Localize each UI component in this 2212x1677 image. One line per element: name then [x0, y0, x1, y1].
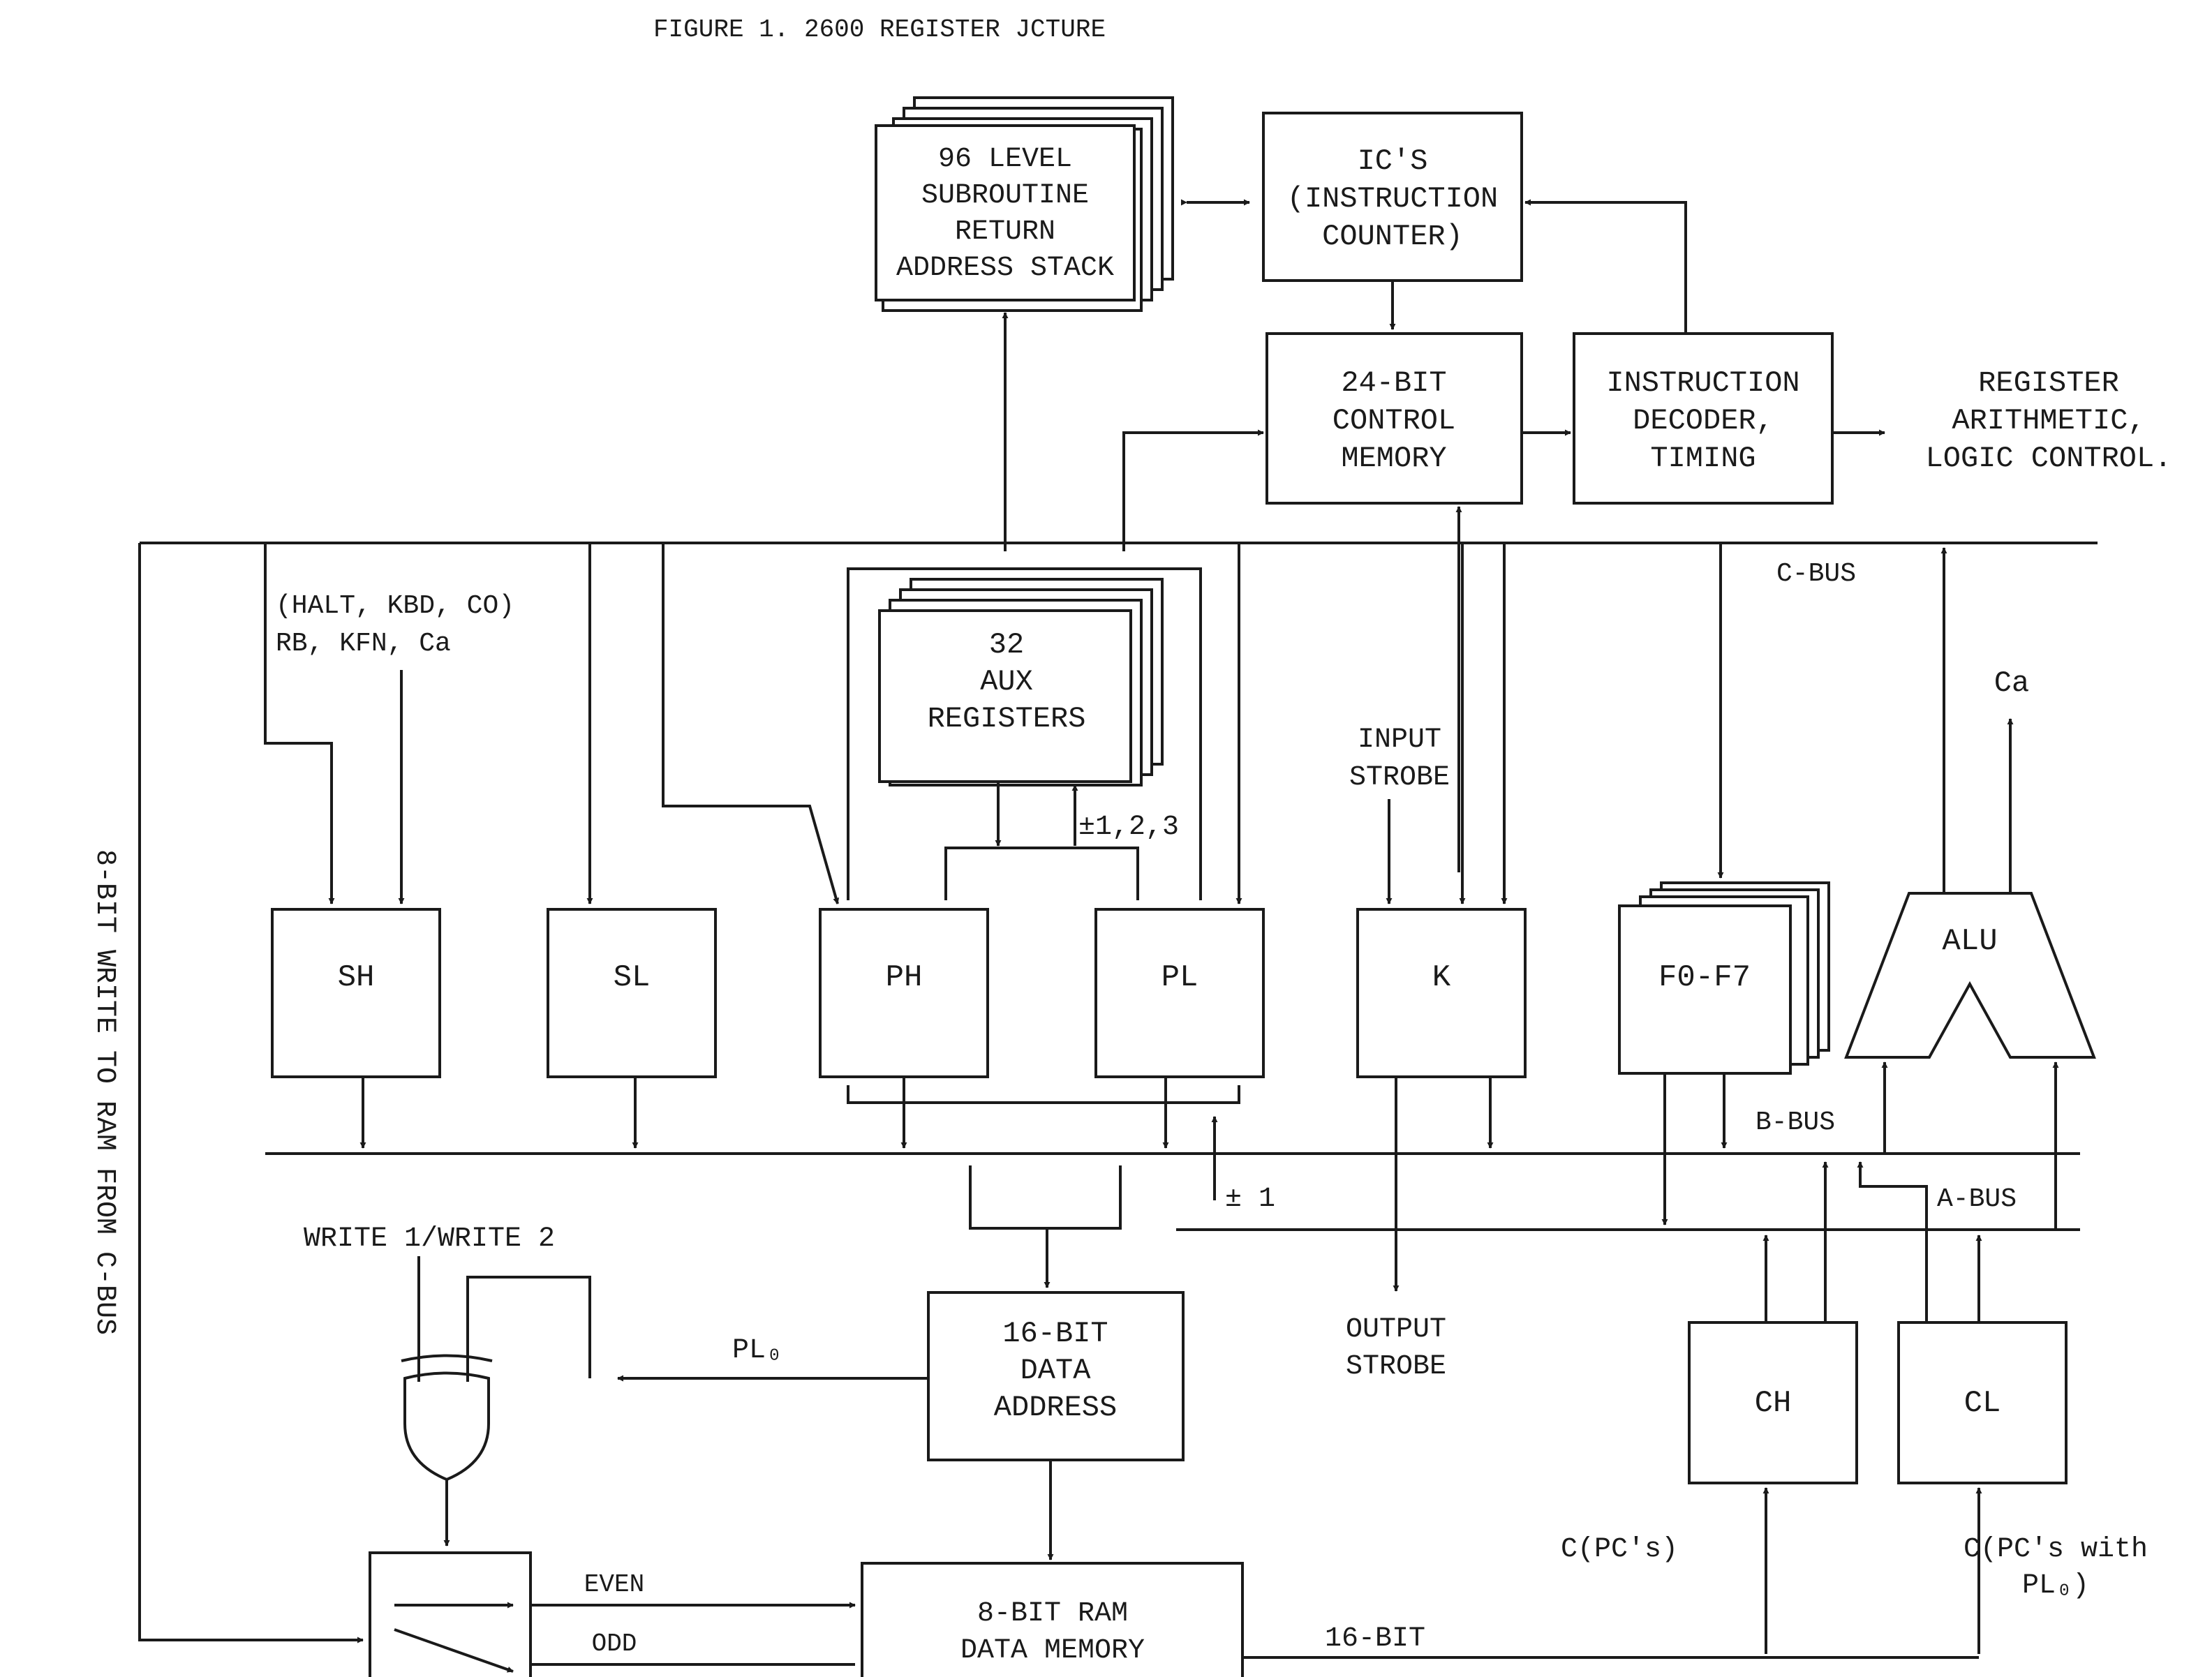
cl-to-b-bus — [1857, 1161, 1928, 1322]
ph-pl-to-data-address — [969, 1165, 1122, 1230]
data-address: 16-BIT DATA ADDRESS — [927, 1291, 1185, 1461]
carry-label: Ca — [1994, 666, 2029, 700]
even-odd-selector — [369, 1551, 532, 1677]
svg-text:DATA: DATA — [1020, 1354, 1092, 1387]
svg-text:ALU: ALU — [1942, 924, 1997, 959]
write-label: WRITE 1/WRITE 2 — [304, 1223, 555, 1255]
svg-text:16-BIT: 16-BIT — [1002, 1317, 1108, 1350]
svg-text:CL: CL — [1964, 1386, 2001, 1421]
svg-text:32: 32 — [989, 628, 1024, 662]
odd-label: ODD — [592, 1630, 637, 1658]
aux-registers: 32 AUX REGISTERS — [878, 578, 1164, 787]
cpcs-label: C(PC's) — [1561, 1534, 1678, 1565]
svg-text:DECODER,: DECODER, — [1633, 404, 1774, 438]
xor-gate — [401, 1354, 493, 1482]
svg-text:RETURN: RETURN — [955, 216, 1055, 248]
ph-pl-cross — [847, 1085, 1240, 1104]
svg-text:AUX: AUX — [980, 665, 1033, 699]
figure-title: FIGURE 1. 2600 REGISTER JCTURE — [653, 15, 1106, 44]
svg-text:24-BIT: 24-BIT — [1341, 366, 1446, 400]
svg-text:SH: SH — [338, 960, 375, 995]
svg-text:(INSTRUCTION: (INSTRUCTION — [1287, 182, 1498, 216]
register-sh: SH — [271, 908, 441, 1078]
write-input-2 — [466, 1276, 591, 1382]
output-strobe-1: OUTPUT — [1346, 1314, 1446, 1346]
svg-text:DATA MEMORY: DATA MEMORY — [960, 1635, 1145, 1667]
c-bus-to-ph-input — [662, 543, 840, 904]
c-bus-write-path — [138, 543, 364, 1644]
output-strobe-2: STROBE — [1346, 1351, 1446, 1382]
svg-text:TIMING: TIMING — [1650, 442, 1756, 475]
cpcs-pl0-label-1: C(PC's with — [1964, 1534, 2148, 1565]
alu: ALU — [1844, 892, 2096, 1059]
svg-text:F0-F7: F0-F7 — [1658, 960, 1751, 995]
status-line-1: (HALT, KBD, CO) — [276, 591, 514, 621]
decoder-feedback — [1524, 199, 1687, 334]
register-pl: PL — [1094, 908, 1265, 1078]
c-bus-to-sh — [264, 543, 335, 904]
svg-text:IC'S: IC'S — [1358, 144, 1428, 178]
control-memory: 24-BIT CONTROL MEMORY — [1265, 332, 1523, 505]
instruction-counter: IC'S (INSTRUCTION COUNTER) — [1262, 112, 1523, 282]
svg-text:SL: SL — [614, 960, 651, 995]
svg-text:PL: PL — [1161, 960, 1198, 995]
register-ph: PH — [819, 908, 989, 1078]
svg-text:COUNTER): COUNTER) — [1322, 220, 1463, 253]
register-cl: CL — [1897, 1321, 2068, 1484]
bus-to-control-memory — [1122, 429, 1264, 551]
ram-data-memory: 8-BIT RAM DATA MEMORY — [861, 1562, 1244, 1677]
cpcs-pl0-label-2: PL₀) — [2022, 1570, 2089, 1602]
register-k: K — [1356, 908, 1527, 1078]
side-label: 8-BIT WRITE TO RAM FROM C-BUS — [89, 849, 120, 1335]
svg-text:PH: PH — [886, 960, 923, 995]
b-bus-label: B-BUS — [1756, 1108, 1835, 1138]
bus16-label: 16-BIT — [1325, 1623, 1425, 1655]
svg-text:MEMORY: MEMORY — [1341, 442, 1446, 475]
aux-ph-pl-link — [944, 847, 1139, 900]
register-ch: CH — [1688, 1321, 1858, 1484]
status-line-2: RB, KFN, Ca — [276, 629, 451, 659]
svg-text:INSTRUCTION: INSTRUCTION — [1606, 366, 1799, 400]
control-output-label: REGISTER ARITHMETIC, LOGIC CONTROL. — [1926, 366, 2172, 475]
even-label: EVEN — [584, 1570, 644, 1599]
subroutine-stack: 96 LEVEL SUBROUTINE RETURN ADDRESS STACK — [875, 96, 1174, 312]
svg-text:CH: CH — [1755, 1386, 1792, 1421]
input-strobe-1: INPUT — [1358, 724, 1441, 756]
input-strobe-2: STROBE — [1349, 762, 1450, 793]
svg-text:K: K — [1432, 960, 1451, 995]
instruction-decoder: INSTRUCTION DECODER, TIMING — [1573, 332, 1834, 505]
svg-text:SUBROUTINE: SUBROUTINE — [921, 180, 1089, 211]
register-f0-f7: F0-F7 — [1618, 881, 1830, 1075]
svg-text:REGISTER: REGISTER — [1978, 366, 2119, 400]
svg-text:REGISTERS: REGISTERS — [928, 702, 1086, 736]
svg-text:CONTROL: CONTROL — [1333, 404, 1455, 438]
c-bus-label: C-BUS — [1776, 559, 1856, 589]
register-sl: SL — [547, 908, 717, 1078]
plus-minus-one: ± 1 — [1225, 1184, 1275, 1215]
svg-text:ADDRESS: ADDRESS — [994, 1391, 1117, 1424]
svg-text:96 LEVEL: 96 LEVEL — [938, 144, 1072, 175]
svg-text:LOGIC CONTROL.: LOGIC CONTROL. — [1926, 442, 2172, 475]
c-bus-to-ph — [847, 567, 1202, 900]
svg-text:ARITHMETIC,: ARITHMETIC, — [1952, 404, 2145, 438]
svg-text:8-BIT RAM: 8-BIT RAM — [977, 1598, 1128, 1630]
a-bus-label: A-BUS — [1937, 1184, 2017, 1214]
svg-text:ADDRESS STACK: ADDRESS STACK — [896, 253, 1114, 284]
aux-increment-label: ±1,2,3 — [1078, 812, 1179, 843]
pl0-label: PL₀ — [732, 1335, 782, 1366]
